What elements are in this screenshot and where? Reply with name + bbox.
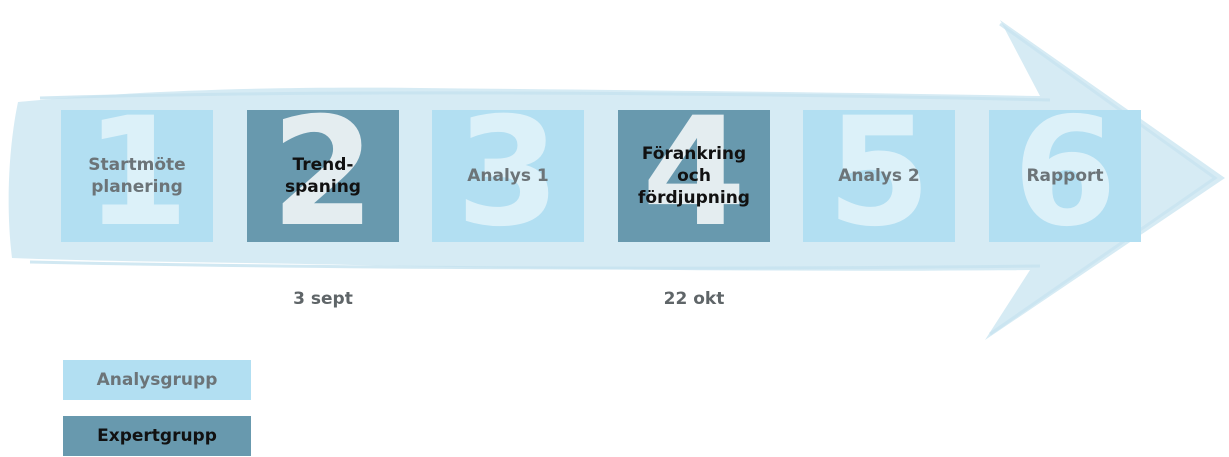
arrow-shape [8,20,1225,340]
step-number: 3 [455,110,561,242]
step-label: Startmöte planering [88,155,186,197]
step-label: Förankring och fördjupning [638,144,750,208]
arrow-brush-streak [29,260,1041,270]
legend-expertgrupp: Expertgrupp [63,416,251,456]
step-label: Rapport [1026,166,1104,186]
date-step-4: 22 okt [663,289,725,309]
step-4-forankring: 4 Förankring och fördjupning [618,110,770,242]
step-number: 4 [641,110,747,242]
step-number: 2 [270,110,376,242]
step-2-trendspaning: 2 Trend- spaning [247,110,399,242]
step-number: 6 [1012,110,1118,242]
step-6-rapport: 6 Rapport [989,110,1141,242]
step-number: 1 [84,110,190,242]
arrow-brush-streak [39,91,1051,102]
legend-analysgrupp: Analysgrupp [63,360,251,400]
step-number: 5 [826,110,932,242]
step-1-startmote: 1 Startmöte planering [61,110,213,242]
step-label: Analys 2 [838,166,920,186]
step-label: Trend- spaning [285,155,361,197]
step-5-analys-2: 5 Analys 2 [803,110,955,242]
step-label: Analys 1 [467,166,549,186]
step-3-analys-1: 3 Analys 1 [432,110,584,242]
date-step-2: 3 sept [293,289,353,309]
arrow-brush-streak [989,22,1218,336]
